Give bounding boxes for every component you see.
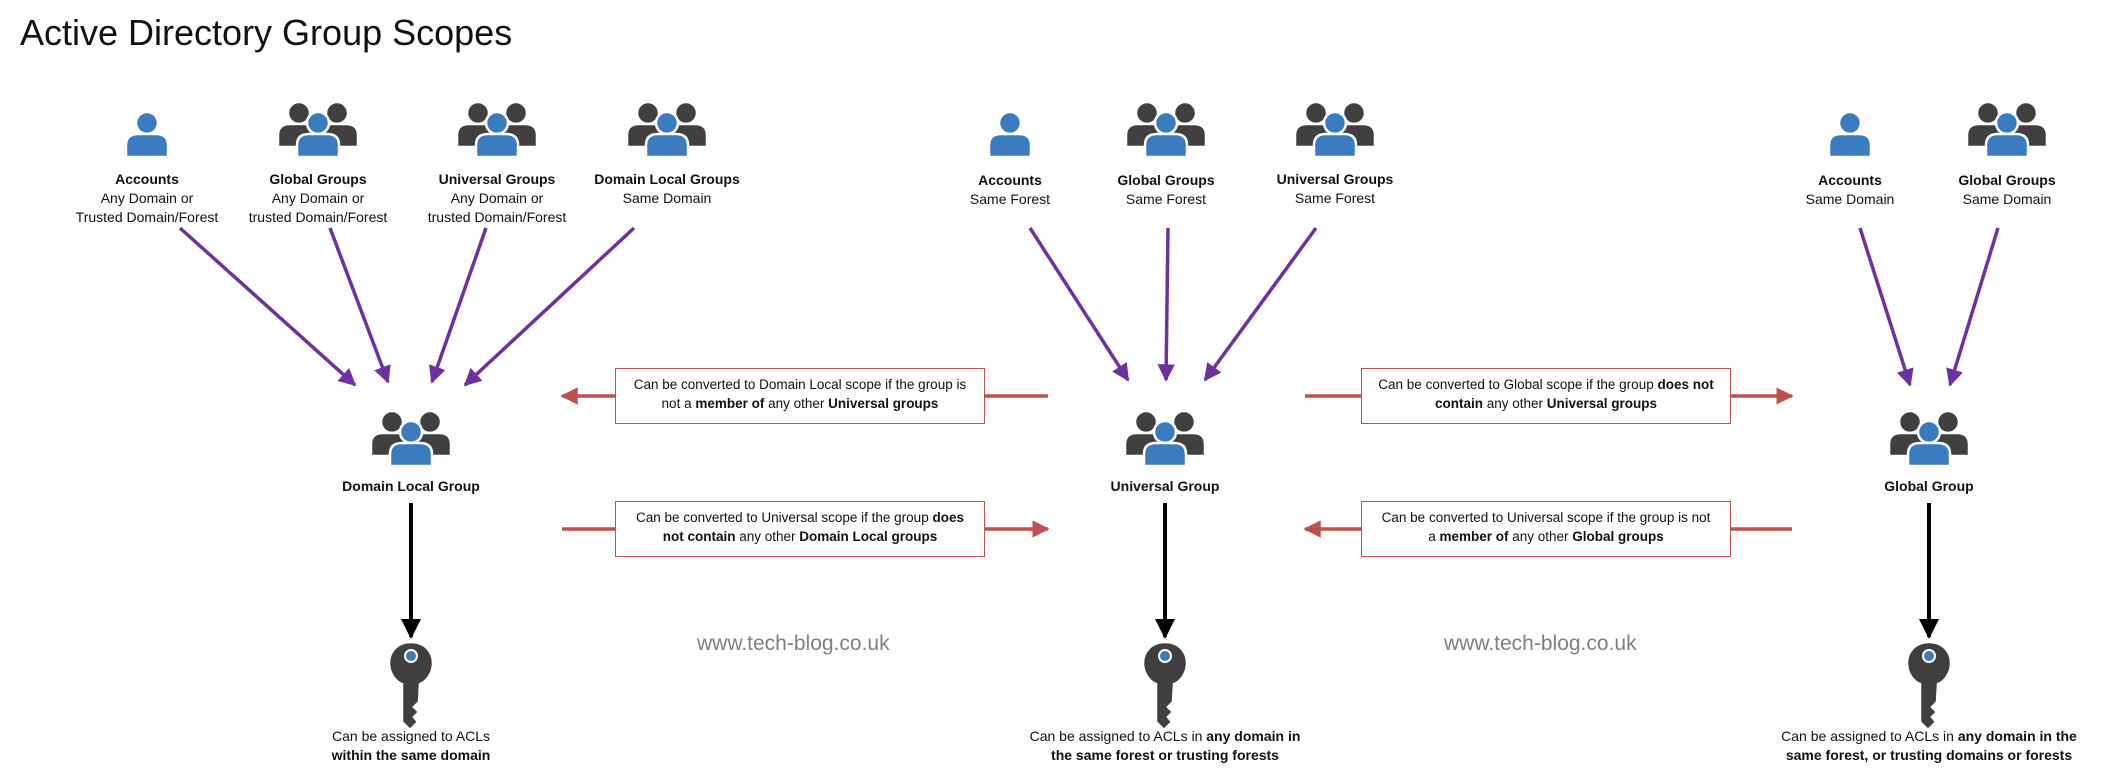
domain-local-group-label: Domain Local Group — [342, 478, 480, 494]
membership-arrow — [428, 227, 488, 384]
group-icon — [1295, 102, 1375, 157]
conversion-note-domain-local-to-universal: Can be converted to Universal scope if t… — [615, 501, 985, 557]
membership-arrow — [1946, 227, 2000, 387]
person-icon — [987, 110, 1033, 159]
person-icon — [124, 110, 170, 159]
group-icon — [627, 102, 707, 157]
acl-caption-domain-local: Can be assigned to ACLs within the same … — [331, 728, 491, 763]
universal-group-icon — [1125, 411, 1205, 466]
group-icon — [457, 102, 537, 157]
membership-arrow — [1028, 227, 1130, 382]
group-icon — [1126, 102, 1206, 157]
key-icon — [387, 640, 435, 732]
source-label-global-groups: Global Groups Same Forest — [1117, 172, 1215, 207]
source-label-accounts: Accounts Any Domain or Trusted Domain/Fo… — [75, 171, 219, 225]
universal-section — [987, 102, 1375, 732]
group-icon — [278, 102, 358, 157]
global-section — [1827, 102, 2047, 732]
watermark: www.tech-blog.co.uk — [1444, 632, 1637, 655]
source-label-domain-local-groups: Domain Local Groups Same Domain — [594, 171, 740, 206]
source-label-universal-groups: Universal Groups Same Forest — [1276, 171, 1394, 206]
domain-local-group-icon — [371, 411, 451, 466]
source-label-global-groups: Global Groups Same Domain — [1958, 172, 2056, 207]
conversion-note-universal-to-global: Can be converted to Global scope if the … — [1361, 368, 1731, 424]
conversion-note-universal-to-domain-local: Can be converted to Domain Local scope i… — [615, 368, 985, 424]
membership-arrow — [1858, 227, 1914, 387]
key-icon — [1905, 640, 1953, 732]
source-label-accounts: Accounts Same Domain — [1805, 172, 1895, 207]
membership-arrow — [328, 227, 391, 384]
watermark: www.tech-blog.co.uk — [697, 632, 890, 655]
membership-arrow — [463, 226, 636, 387]
membership-arrow — [178, 226, 357, 387]
key-icon — [1141, 640, 1189, 732]
conversion-note-global-to-universal: Can be converted to Universal scope if t… — [1361, 501, 1731, 557]
acl-caption-global: Can be assigned to ACLs in any domain in… — [1781, 728, 2077, 763]
global-group-label: Global Group — [1884, 478, 1974, 494]
domain-local-section — [124, 102, 707, 732]
membership-arrow — [1157, 227, 1175, 382]
acl-caption-universal: Can be assigned to ACLs in any domain in… — [1029, 728, 1301, 763]
global-group-icon — [1889, 411, 1969, 466]
source-label-universal-groups: Universal Groups Any Domain or trusted D… — [427, 171, 567, 225]
membership-arrow — [1203, 226, 1318, 382]
universal-group-label: Universal Group — [1110, 478, 1220, 494]
source-label-global-groups: Global Groups Any Domain or trusted Doma… — [248, 171, 388, 225]
person-icon — [1827, 110, 1873, 159]
page-title: Active Directory Group Scopes — [20, 12, 513, 53]
source-label-accounts: Accounts Same Forest — [969, 172, 1051, 207]
group-icon — [1967, 102, 2047, 157]
